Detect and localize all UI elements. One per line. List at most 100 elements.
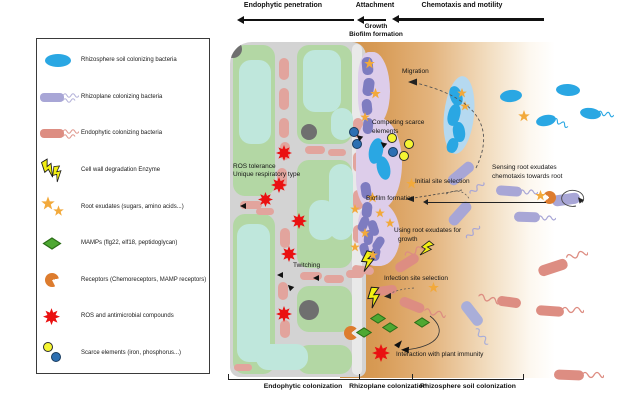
legend-label: Root exudates (sugars, amino acids...)	[81, 203, 184, 210]
endophytic-penetration-arrow	[237, 15, 354, 25]
bottom-axis-endophytic-label: Endophytic colonization	[263, 383, 343, 390]
ros-burst	[372, 344, 390, 362]
mamp-diamond-icon	[37, 225, 81, 262]
top-axis-attachment-label: Attachment	[355, 2, 395, 9]
annotation-interaction: Interaction with plant immunity	[396, 351, 484, 358]
receptor-icon	[344, 326, 358, 340]
flagella-icon	[565, 250, 589, 259]
ros-burst	[258, 192, 273, 207]
chemotaxis-arrow	[423, 199, 546, 206]
nucleus	[299, 300, 319, 320]
scarce-element-dot	[349, 127, 359, 137]
annotation-competing2: elements	[372, 128, 399, 135]
endophyte-rod	[305, 146, 325, 154]
root-exudate-star-icon	[350, 204, 360, 214]
bottom-axis-line	[228, 379, 524, 380]
endophyte-rod	[256, 208, 274, 215]
enzyme-lightning-icon	[37, 152, 81, 189]
twitch-arrow-icon	[277, 272, 283, 278]
annotation-using-exudates: Using root exudates for	[394, 227, 462, 234]
rhizoplane-bacterium	[513, 211, 541, 223]
ros-burst	[291, 213, 307, 229]
root-exudate-star-icon	[535, 190, 546, 201]
bottom-axis-tick	[228, 374, 229, 380]
enzyme-lightning-icon	[419, 240, 435, 256]
scarce-element-dot	[399, 151, 409, 161]
mamp-diamond-icon	[370, 313, 386, 324]
legend-item-scarce: Scarce elements (iron, phosphorus...)	[37, 335, 209, 372]
endophyte-rod	[280, 320, 290, 338]
flagella-icon	[562, 306, 584, 314]
endophyte-rod	[234, 364, 252, 371]
root-exudate-star-icon	[370, 88, 381, 99]
bottom-axis-rhizoplane-label: Rhizoplane colonization	[349, 383, 427, 390]
endophyte-rod	[353, 190, 363, 210]
rhizoplane-bacterium-icon	[37, 79, 81, 116]
annotation-initial-site: Initial site selection	[415, 178, 470, 185]
endophyte-rod	[346, 270, 364, 278]
endophytic-bacterium-icon	[37, 115, 81, 152]
vacuole	[237, 224, 270, 362]
endophyte-rod	[328, 149, 346, 156]
mamp-diamond-icon	[414, 317, 430, 328]
root-exudate-star-icon	[385, 218, 395, 228]
root-tissue	[230, 42, 366, 377]
annotation-biofilm: Biofilm formation	[366, 195, 415, 202]
legend-label: MAMPs (flg22, elf18, peptidoglycan)	[81, 240, 178, 247]
twitch-arrow-icon	[313, 275, 319, 281]
flagella-icon	[597, 110, 615, 118]
endophytic-bacterium	[535, 305, 565, 317]
enzyme-lightning-icon	[367, 286, 381, 309]
twitch-arrow-icon	[240, 203, 246, 209]
legend-label: Receptors (Chemoreceptors, MAMP receptor…	[81, 276, 207, 283]
vacuole	[303, 50, 341, 112]
vacuole	[239, 60, 271, 144]
scarce-element-dot	[387, 133, 397, 143]
receptor-icon	[37, 262, 81, 299]
legend-label: Rhizosphere soil colonizing bacteria	[81, 57, 177, 64]
legend-item-endophytic: Endophytic colonizing bacteria	[37, 115, 209, 152]
legend-label: Rhizoplane colonizing bacteria	[81, 93, 163, 100]
root-exudate-star-icon	[364, 58, 375, 69]
legend-label: Cell wall degradation Enzyme	[81, 167, 161, 174]
ros-burst-icon	[37, 298, 81, 335]
endophyte-rod	[279, 58, 289, 80]
endophyte-rod	[280, 228, 290, 248]
flagella-icon	[423, 308, 447, 319]
bottom-axis-tick	[523, 374, 524, 380]
legend-label: Scarce elements (iron, phosphorus...)	[81, 350, 182, 357]
legend-item-exudates: Root exudates (sugars, amino acids...)	[37, 188, 209, 225]
root-exudate-star-icon	[350, 242, 360, 252]
annotation-using-exudates2: growth	[398, 236, 418, 243]
legend-item-mamps: MAMPs (flg22, elf18, peptidoglycan)	[37, 225, 209, 262]
rhizoplane-rod	[361, 98, 373, 116]
mamp-diamond-icon	[356, 327, 372, 338]
scarce-element-dot	[404, 139, 414, 149]
top-axis-chemotaxis-label: Chemotaxis and motility	[421, 2, 503, 9]
endophyte-rod	[324, 275, 344, 283]
flagella-icon	[520, 189, 538, 195]
endophyte-rod	[279, 88, 289, 110]
rhizoplane-bacterium	[495, 185, 523, 197]
annotation-infection-site: Infection site selection	[384, 275, 448, 282]
endophyte-rod	[240, 201, 262, 209]
endophyte-rod	[279, 118, 289, 138]
root-exudate-star-icon	[367, 192, 378, 203]
flagella-icon	[477, 293, 501, 305]
ros-burst	[276, 145, 292, 161]
root-exudate-star-icon	[360, 228, 370, 238]
bottom-axis-tick	[359, 374, 360, 380]
legend-item-ros: ROS and antimicrobial compounds	[37, 298, 209, 335]
annotation-migration: Migration	[402, 68, 429, 75]
legend-item-rhizoplane: Rhizoplane colonizing bacteria	[37, 79, 209, 116]
annotation-twitching: Twitching	[293, 262, 321, 269]
vacuole	[331, 108, 353, 140]
legend-label: Endophytic colonizing bacteria	[81, 130, 163, 137]
legend-item-receptors: Receptors (Chemoreceptors, MAMP receptor…	[37, 262, 209, 299]
root-exudate-star-icon	[37, 188, 81, 225]
annotation-sensing: Sensing root exudates	[492, 164, 557, 171]
nucleus	[230, 42, 242, 58]
ros-burst	[271, 177, 287, 193]
annotation-ros-tolerance: ROS tolerance	[233, 163, 276, 170]
